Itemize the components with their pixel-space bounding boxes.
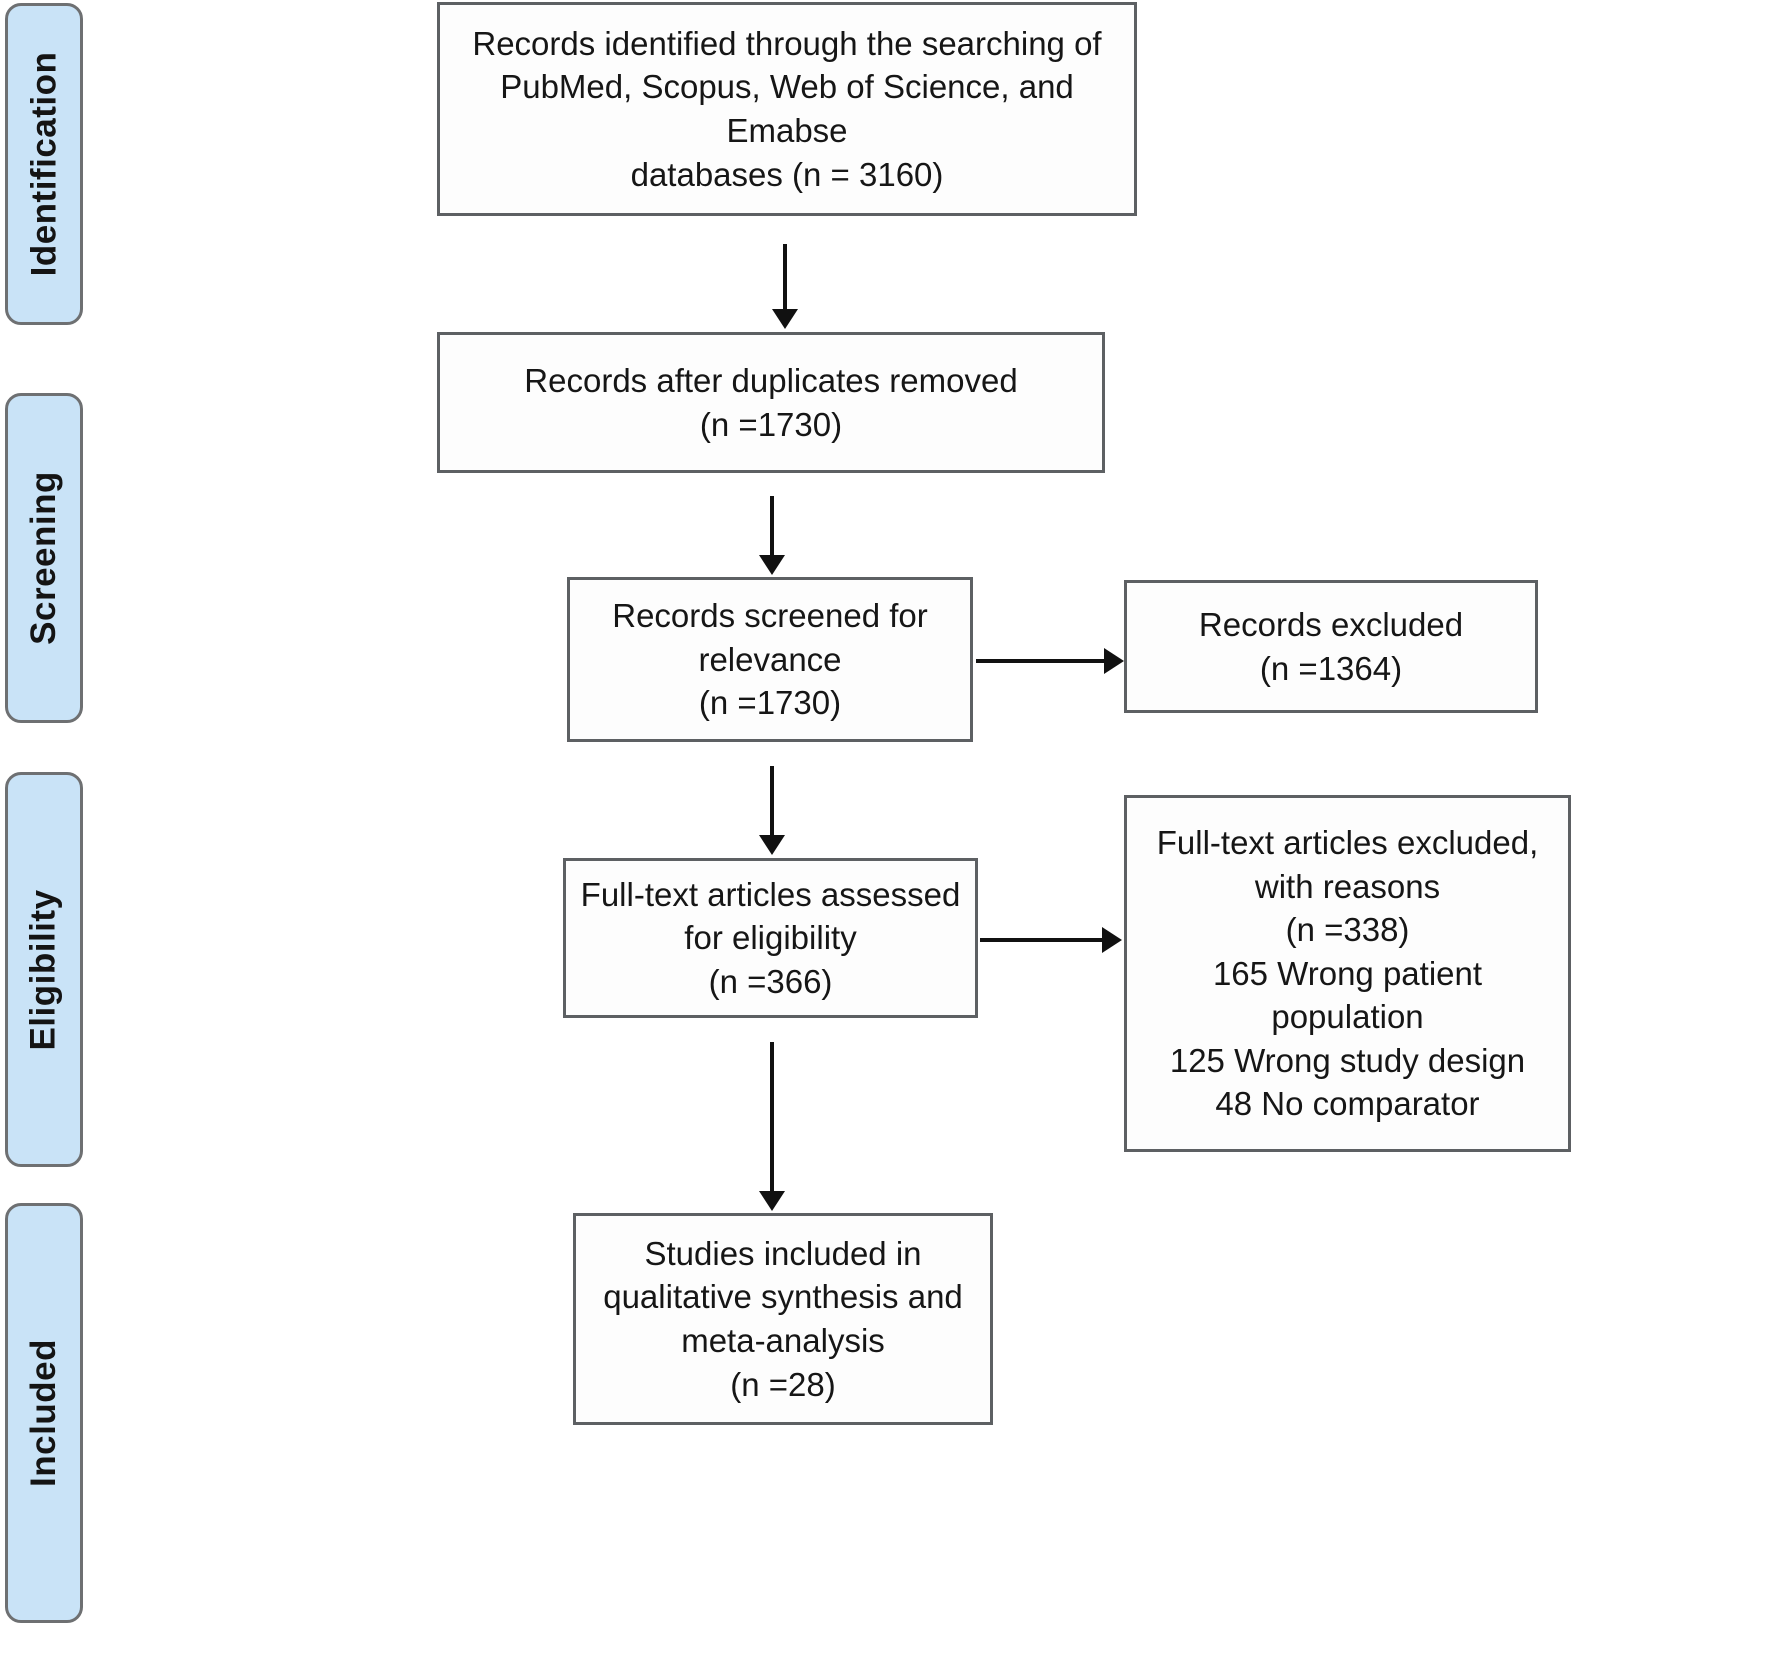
box-duplicates-removed: Records after duplicates removed (n =173…: [437, 332, 1105, 473]
box-fulltext-excluded-line-4: 165 Wrong patient: [1212, 954, 1483, 992]
arrow-screened-to-fulltext: [770, 766, 774, 838]
stage-included-label: Included: [24, 1339, 63, 1487]
box-studies-included-line-1: Studies included in: [644, 1234, 922, 1272]
box-records-screened-line-1: Records screened for: [612, 597, 928, 635]
stage-eligibility-label: Eligibility: [24, 888, 64, 1051]
arrow-duplicates-to-screened: [770, 496, 774, 558]
box-records-excluded-line-1: Records excluded: [1198, 605, 1464, 643]
box-fulltext-excluded-line-5: population: [1271, 998, 1424, 1036]
box-fulltext-excluded-line-7: 48 No comparator: [1215, 1085, 1480, 1123]
box-fulltext-excluded-line-3: (n =338): [1285, 911, 1410, 949]
box-fulltext-assessed-line-3: (n =366): [708, 962, 833, 1000]
box-fulltext-assessed-line-1: Full-text articles assessed: [580, 875, 961, 913]
box-studies-included: Studies included in qualitative synthesi…: [573, 1213, 993, 1425]
box-fulltext-assessed-line-2: for eligibility: [684, 919, 857, 957]
box-records-screened-line-2: relevance: [698, 640, 842, 678]
arrow-fulltext-to-excluded-reasons: [980, 938, 1105, 942]
box-fulltext-excluded-line-1: Full-text articles excluded,: [1156, 824, 1539, 862]
stage-screening: Screening: [5, 393, 83, 723]
box-studies-included-line-3: meta-analysis: [681, 1322, 885, 1359]
arrow-screened-to-records-excluded: [976, 659, 1107, 663]
box-studies-included-line-4: (n =28): [730, 1365, 836, 1403]
box-records-screened: Records screened for relevance (n =1730): [567, 577, 973, 742]
box-records-screened-line-3: (n =1730): [698, 684, 842, 722]
arrow-identified-to-duplicates: [783, 244, 787, 312]
box-records-excluded: Records excluded (n =1364): [1124, 580, 1538, 713]
box-fulltext-excluded-reasons: Full-text articles excluded, with reason…: [1124, 795, 1571, 1152]
box-fulltext-excluded-line-6: 125 Wrong study design: [1169, 1041, 1526, 1079]
stage-included: Included: [5, 1203, 83, 1623]
box-records-identified-line-3: databases (n = 3160): [630, 155, 944, 193]
stage-identification: Identification: [5, 3, 83, 325]
box-records-identified-line-1: Records identified through the searching…: [472, 24, 1102, 62]
box-studies-included-line-2: qualitative synthesis and: [603, 1278, 963, 1316]
box-duplicates-removed-line-2: (n =1730): [699, 405, 843, 443]
box-fulltext-assessed: Full-text articles assessed for eligibil…: [563, 858, 978, 1018]
stage-screening-label: Screening: [24, 471, 64, 645]
box-records-identified: Records identified through the searching…: [437, 2, 1137, 216]
arrow-fulltext-to-included: [770, 1042, 774, 1194]
box-fulltext-excluded-line-2: with reasons: [1254, 867, 1441, 905]
box-records-identified-line-2: PubMed, Scopus, Web of Science, and Emab…: [500, 68, 1074, 149]
stage-eligibility: Eligibility: [5, 772, 83, 1167]
box-duplicates-removed-line-1: Records after duplicates removed: [524, 361, 1018, 399]
box-records-excluded-line-2: (n =1364): [1259, 649, 1403, 687]
stage-identification-label: Identification: [24, 51, 63, 277]
